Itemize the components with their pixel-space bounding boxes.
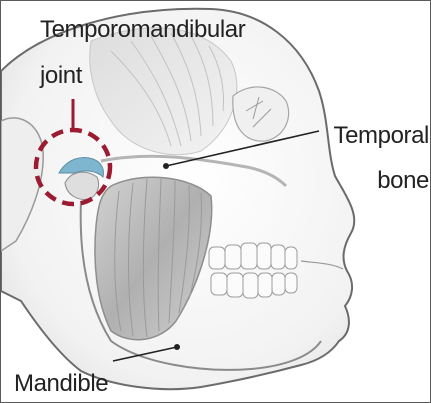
temporal-bone-label-line2: bone bbox=[377, 167, 429, 194]
tmj-label-line2: joint bbox=[39, 62, 83, 89]
temporal-bone-label-line1: Temporal bbox=[333, 122, 429, 149]
temporal-leader-dot bbox=[163, 163, 169, 169]
mandible-label: Mandible bbox=[14, 370, 108, 397]
tmj-label-line1: Temporomandibular bbox=[40, 16, 246, 43]
mandible-leader-dot bbox=[174, 344, 180, 350]
